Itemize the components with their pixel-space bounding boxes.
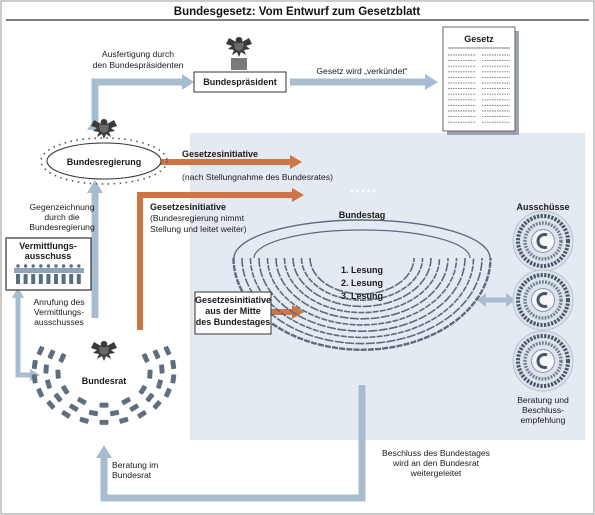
initiative-arrows — [137, 155, 304, 330]
label-gegenzeichnung-2: durch die — [44, 212, 80, 222]
initiative3-box: Gesetzesinitiative aus der Mitte des Bun… — [194, 291, 272, 335]
label-gegenzeichnung-1: Gegenzeichnung — [30, 202, 95, 212]
gesetz-label: Gesetz — [464, 34, 494, 44]
initiative1-title: Gesetzesinitiative — [182, 149, 258, 159]
label-beratung-empfehlung-3: empfehlung — [521, 415, 566, 425]
label-beratung-bundesrat-2: Bundesrat — [112, 470, 152, 480]
label-beschluss-1: Beschluss des Bundestages — [382, 448, 490, 458]
initiative2-note-1: (Bundesregierung nimmt — [150, 213, 245, 223]
label-ausfertigung-1: Ausfertigung durch — [102, 49, 174, 59]
initiative2-title: Gesetzesinitiative — [150, 202, 226, 212]
label-beschluss-3: weitergeleitet — [410, 468, 462, 478]
label-anrufung-3: ausschusses — [34, 317, 84, 327]
svg-text:ausschuss: ausschuss — [25, 251, 72, 261]
flow-arrows — [12, 74, 515, 502]
initiative2-note-2: Stellung und leitet weiter) — [150, 224, 247, 234]
committee-ring-icon — [511, 268, 575, 332]
label-beratung-bundesrat-1: Beratung im — [112, 460, 158, 470]
label-gegenzeichnung-3: Bundesregierung — [29, 222, 95, 232]
bundesregierung-node: Bundesregierung — [40, 119, 168, 185]
eagle-icon — [91, 341, 117, 361]
svg-text:Gesetzesinitiative: Gesetzesinitiative — [195, 295, 271, 305]
label-ausfertigung-2: den Bundespräsidenten — [93, 60, 184, 70]
label-verkuendet: Gesetz wird „verkündet“ — [316, 66, 407, 76]
label-lesung-3: 3. Lesung — [341, 291, 383, 301]
document-icon: Gesetz — [442, 26, 519, 135]
ausschuesse-title: Ausschüsse — [516, 202, 569, 212]
eagle-icon — [226, 37, 252, 57]
svg-text:Bundespräsident: Bundespräsident — [203, 77, 277, 87]
svg-text:Bundesrat: Bundesrat — [82, 376, 127, 386]
bundesrat-node: Bundesrat — [31, 341, 177, 425]
committee-ring-icon — [511, 329, 575, 393]
initiative1-note: (nach Stellungnahme des Bundesrates) — [182, 172, 333, 182]
bundespraesident-node: Bundespräsident — [193, 37, 287, 93]
label-lesung-1: 1. Lesung — [341, 265, 383, 275]
svg-text:des Bundestages: des Bundestages — [196, 317, 271, 327]
svg-text:Bundestag: Bundestag — [339, 210, 386, 220]
label-beratung-empfehlung-1: Beratung und — [517, 395, 569, 405]
label-anrufung-1: Anrufung des — [33, 297, 84, 307]
page-title: Bundesgesetz: Vom Entwurf zum Gesetzblat… — [174, 6, 421, 18]
svg-text:Vermittlungs-: Vermittlungs- — [19, 241, 77, 251]
svg-text:Bundesregierung: Bundesregierung — [67, 157, 142, 167]
label-beratung-empfehlung-2: Beschluss- — [522, 405, 564, 415]
label-anrufung-2: Vermittlungs- — [34, 307, 84, 317]
label-beschluss-2: wird an den Bundesrat — [392, 458, 480, 468]
label-lesung-2: 2. Lesung — [341, 278, 383, 288]
lectern-icon — [231, 58, 247, 70]
vermittlungsausschuss-node: Vermittlungs- ausschuss — [5, 237, 92, 291]
committee-ring-icon — [511, 209, 575, 273]
svg-text:aus der Mitte: aus der Mitte — [205, 306, 261, 316]
